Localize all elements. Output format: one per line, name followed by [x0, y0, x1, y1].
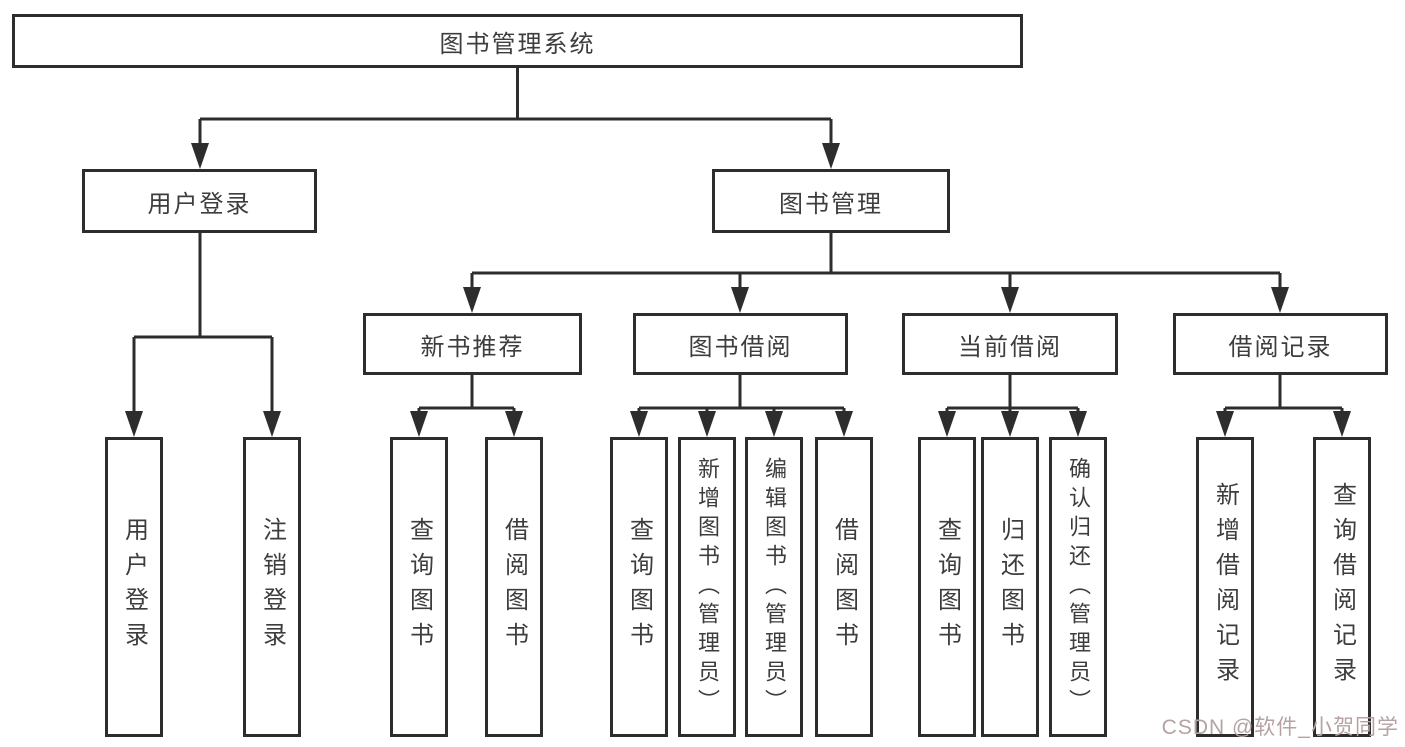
node-book-management: 图书管理	[712, 169, 950, 233]
leaf-borrow-borrow-books: 借阅图书	[815, 437, 873, 737]
leaf-records-add-record: 新增借阅记录	[1196, 437, 1254, 737]
leaf-current-return-books: 归还图书	[981, 437, 1039, 737]
node-borrow-records: 借阅记录	[1173, 313, 1388, 375]
connector-root-to-level2	[191, 68, 840, 169]
node-library-system: 图书管理系统	[12, 14, 1023, 68]
leaf-logout-login: 注销登录	[243, 437, 301, 737]
connector-bookmgmt-to-level3	[463, 233, 1289, 313]
leaf-current-confirm-return-admin: 确认归还（管理员）	[1049, 437, 1107, 737]
node-new-book-recommend: 新书推荐	[363, 313, 582, 375]
leaf-borrow-query-books: 查询图书	[610, 437, 668, 737]
connector-bookborrow-to-leaves	[630, 375, 853, 437]
connector-currentborrow-to-leaves	[938, 375, 1087, 437]
connector-borrowrecords-to-leaves	[1216, 375, 1351, 437]
leaf-borrow-edit-books-admin: 编辑图书（管理员）	[745, 437, 803, 737]
connector-newbook-to-leaves	[410, 375, 523, 437]
watermark: CSDN @软件_小贺同学	[1161, 716, 1399, 739]
node-book-borrow: 图书借阅	[633, 313, 848, 375]
leaf-newbook-query-books: 查询图书	[390, 437, 448, 737]
connector-userlogin-to-leaves	[125, 233, 281, 437]
leaf-newbook-borrow-books: 借阅图书	[485, 437, 543, 737]
leaf-records-query-record: 查询借阅记录	[1313, 437, 1371, 737]
leaf-user-login: 用户登录	[105, 437, 163, 737]
node-user-login: 用户登录	[82, 169, 317, 233]
node-current-borrow: 当前借阅	[902, 313, 1118, 375]
leaf-borrow-add-books-admin: 新增图书（管理员）	[678, 437, 736, 737]
leaf-current-query-books: 查询图书	[918, 437, 976, 737]
